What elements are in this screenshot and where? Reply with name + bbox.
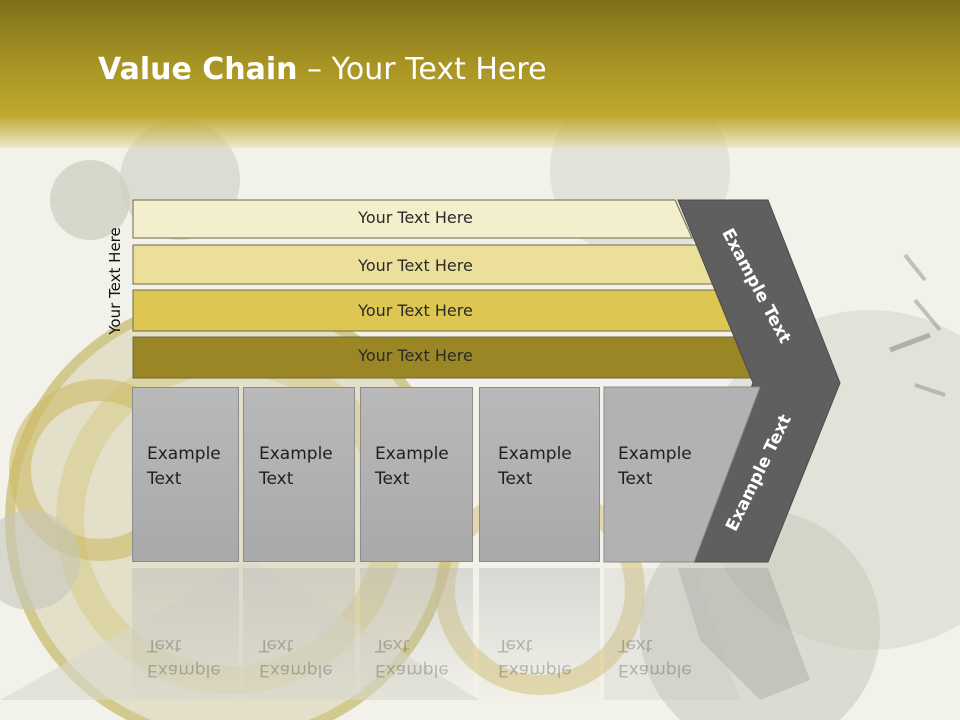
title-rest: – Your Text Here — [297, 52, 547, 87]
primary-box-1-label: Example Text — [147, 444, 221, 489]
primary-box-4 — [479, 387, 600, 562]
primary-box-5-label: Example Text — [618, 444, 692, 489]
primary-box-1 — [132, 387, 239, 562]
primary-box-5 — [603, 386, 761, 563]
chevron-reflection — [678, 568, 810, 700]
primary-box-4-label: Example Text — [498, 444, 572, 489]
title-bar — [0, 0, 960, 148]
title-bold: Value Chain — [98, 52, 298, 87]
band-2-label: Your Text Here — [358, 256, 473, 275]
box-4-reflection-text: Example Text — [498, 635, 572, 680]
slide-title: Value Chain – Your Text Here — [98, 52, 547, 87]
band-3-label: Your Text Here — [358, 301, 473, 320]
band-1 — [132, 199, 693, 239]
box-2-reflection — [243, 568, 355, 703]
box-1-reflection — [132, 568, 239, 703]
primary-box-2-label: Example Text — [259, 444, 333, 489]
box-3-reflection-text: Example Text — [375, 635, 449, 680]
box-5-reflection — [604, 568, 740, 700]
band-4-label: Your Text Here — [358, 346, 473, 365]
primary-box-3 — [360, 387, 473, 562]
box-5-reflection-text: Example Text — [618, 635, 692, 680]
primary-box-2 — [243, 387, 355, 562]
band-1-label: Your Text Here — [358, 208, 473, 227]
box-4-reflection — [479, 568, 600, 703]
box-3-reflection — [360, 568, 473, 703]
box-1-reflection-text: Example Text — [147, 635, 221, 680]
box-2-reflection-text: Example Text — [259, 635, 333, 680]
primary-box-3-label: Example Text — [375, 444, 449, 489]
